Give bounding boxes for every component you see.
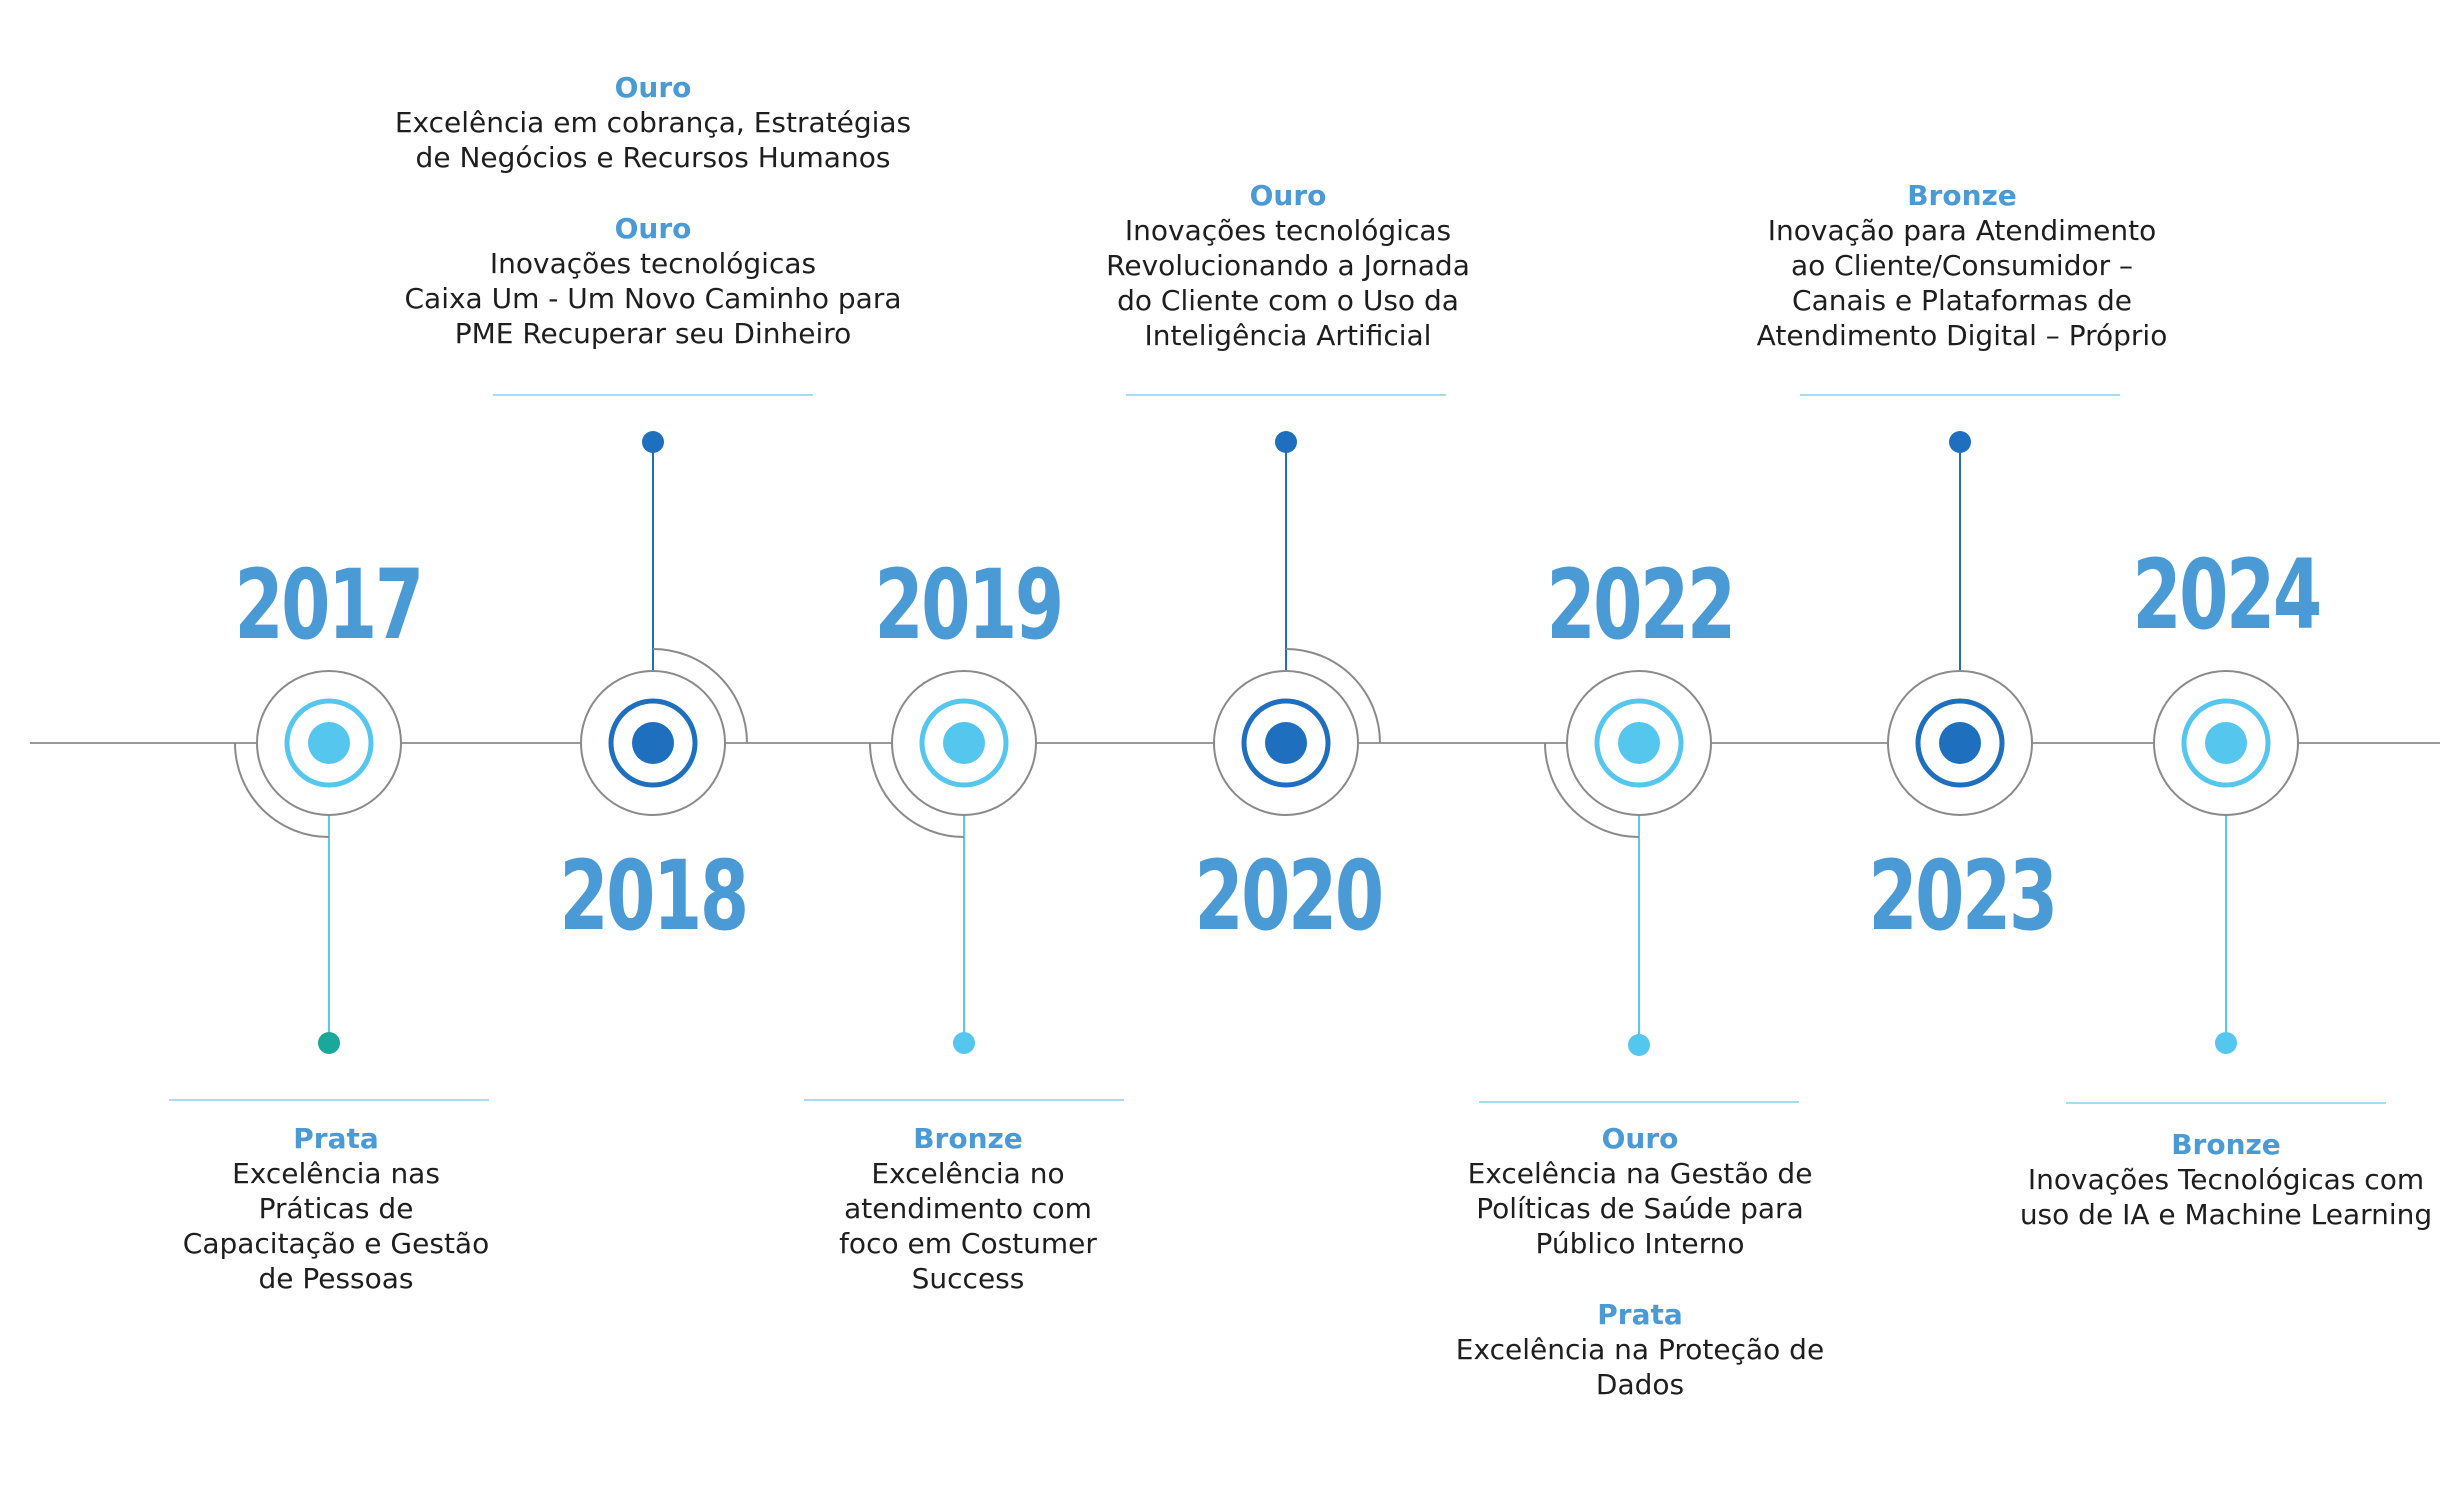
award-entry: Ouro Excelência na Gestão de Políticas d… xyxy=(1360,1121,1920,1261)
year-label-2023: 2023 xyxy=(1868,840,2058,952)
year-label-2019: 2019 xyxy=(874,549,1064,661)
award-text-line: Inovação para Atendimento xyxy=(1767,214,2157,247)
connector-dot-2023 xyxy=(1949,431,1971,453)
award-block-2024: Bronze Inovações Tecnológicas com uso de… xyxy=(1946,1127,2460,1232)
award-level: Ouro xyxy=(614,71,692,104)
node-center-dot-2020 xyxy=(1265,722,1307,764)
connector-dot-2017 xyxy=(318,1032,340,1054)
award-text-line: Inovações tecnológicas xyxy=(1124,214,1452,247)
award-text-line: ao Cliente/Consumidor – xyxy=(1790,249,2134,282)
award-text-line: do Cliente com o Uso da xyxy=(1117,284,1459,317)
award-level: Prata xyxy=(1597,1298,1683,1331)
node-center-dot-2024 xyxy=(2205,722,2247,764)
award-text-line: Políticas de Saúde para xyxy=(1476,1192,1804,1225)
award-block-2022: Ouro Excelência na Gestão de Políticas d… xyxy=(1360,1121,1920,1402)
connector-dot-2020 xyxy=(1275,431,1297,453)
node-center-dot-2022 xyxy=(1618,722,1660,764)
award-block-2018: Ouro Excelência em cobrança, Estratégias… xyxy=(373,70,933,351)
award-text-line: de Pessoas xyxy=(258,1262,414,1295)
award-entry: Bronze Inovações Tecnológicas com uso de… xyxy=(1946,1127,2460,1232)
award-text-line: Success xyxy=(911,1262,1025,1295)
award-level: Ouro xyxy=(614,212,692,245)
award-text-line: Dados xyxy=(1595,1368,1685,1401)
award-block-2017: Prata Excelência nas Práticas de Capacit… xyxy=(56,1121,616,1296)
connector-dot-2022 xyxy=(1628,1034,1650,1056)
award-entry: Ouro Inovações tecnológicas Revolucionan… xyxy=(1008,178,1568,353)
year-label-2020: 2020 xyxy=(1194,840,1384,952)
award-text-line: Canais e Plataformas de xyxy=(1792,284,2132,317)
award-block-2019: Bronze Excelência no atendimento com foc… xyxy=(688,1121,1248,1296)
decorative-arc-2017 xyxy=(234,742,330,838)
award-level: Bronze xyxy=(1907,179,2017,212)
award-entry: Ouro Excelência em cobrança, Estratégias… xyxy=(373,70,933,175)
connector-dot-2024 xyxy=(2215,1032,2237,1054)
award-text-line: Excelência no xyxy=(871,1157,1065,1190)
award-level: Ouro xyxy=(1601,1122,1679,1155)
award-block-2020: Ouro Inovações tecnológicas Revolucionan… xyxy=(1008,178,1568,353)
year-label-2017: 2017 xyxy=(234,549,424,661)
award-text-line: Atendimento Digital – Próprio xyxy=(1756,319,2168,352)
node-center-dot-2017 xyxy=(308,722,350,764)
award-entry: Prata Excelência nas Práticas de Capacit… xyxy=(56,1121,616,1296)
award-text-line: atendimento com xyxy=(844,1192,1092,1225)
award-text-line: Excelência na Proteção de xyxy=(1455,1333,1825,1366)
year-label-2024: 2024 xyxy=(2132,539,2322,651)
award-text-line: PME Recuperar seu Dinheiro xyxy=(454,317,852,350)
award-text-line: Práticas de xyxy=(258,1192,414,1225)
node-center-dot-2019 xyxy=(943,722,985,764)
award-text-line: Caixa Um - Um Novo Caminho para xyxy=(404,282,902,315)
award-level: Prata xyxy=(293,1122,379,1155)
decorative-arc-2022 xyxy=(1544,742,1640,838)
year-label-2022: 2022 xyxy=(1546,549,1736,661)
award-text-line: Capacitação e Gestão xyxy=(182,1227,490,1260)
award-text-line: Revolucionando a Jornada xyxy=(1106,249,1470,282)
award-entry: Bronze Inovação para Atendimento ao Clie… xyxy=(1682,178,2242,353)
award-text-line: Excelência na Gestão de xyxy=(1467,1157,1813,1190)
decorative-arc-2020 xyxy=(1285,648,1381,744)
node-center-dot-2018 xyxy=(632,722,674,764)
award-text-line: uso de IA e Machine Learning xyxy=(2019,1198,2433,1231)
award-entry: Bronze Excelência no atendimento com foc… xyxy=(688,1121,1248,1296)
award-text-line: Público Interno xyxy=(1535,1227,1745,1260)
award-block-2023: Bronze Inovação para Atendimento ao Clie… xyxy=(1682,178,2242,353)
award-text-line: foco em Costumer xyxy=(839,1227,1097,1260)
year-label-2018: 2018 xyxy=(559,840,749,952)
decorative-arc-2019 xyxy=(869,742,965,838)
award-level: Bronze xyxy=(2171,1128,2281,1161)
award-entry: Prata Excelência na Proteção de Dados xyxy=(1360,1297,1920,1402)
award-text-line: Inovações Tecnológicas com xyxy=(2027,1163,2425,1196)
award-entry: Ouro Inovações tecnológicas Caixa Um - U… xyxy=(373,211,933,351)
connector-dot-2019 xyxy=(953,1032,975,1054)
award-text-line: Excelência nas xyxy=(232,1157,440,1190)
connector-dot-2018 xyxy=(642,431,664,453)
node-center-dot-2023 xyxy=(1939,722,1981,764)
award-text-line: Excelência em cobrança, Estratégias xyxy=(394,106,912,139)
decorative-arc-2018 xyxy=(652,648,748,744)
award-level: Ouro xyxy=(1249,179,1327,212)
award-text-line: de Negócios e Recursos Humanos xyxy=(415,141,891,174)
award-text-line: Inteligência Artificial xyxy=(1144,319,1432,352)
award-text-line: Inovações tecnológicas xyxy=(489,247,817,280)
award-level: Bronze xyxy=(913,1122,1023,1155)
